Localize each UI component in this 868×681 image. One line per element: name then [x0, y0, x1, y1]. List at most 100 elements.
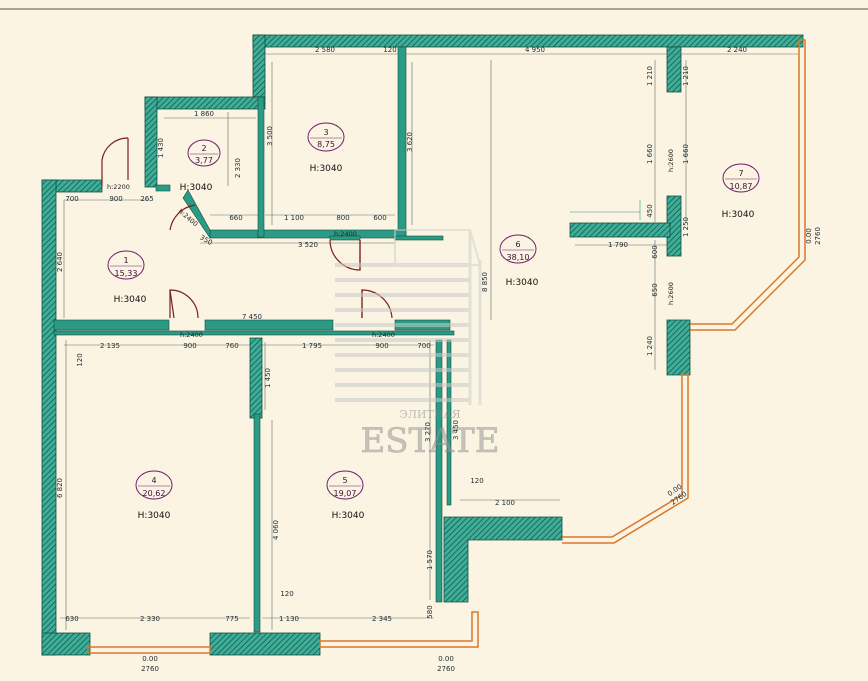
room-5-height: H:3040: [332, 511, 365, 521]
dim-top-4950: 4 950: [525, 46, 545, 54]
dim-room3-height-2: 3 620: [406, 132, 414, 152]
dim-1210-b: 1 210: [682, 66, 690, 86]
room-2-number: 2: [201, 144, 206, 153]
dim-8850: 8 850: [481, 272, 489, 292]
entry-opening-height: h:2200: [107, 183, 130, 191]
room-5-area: 19,07: [334, 489, 357, 498]
dim-7450: 7 450: [242, 313, 262, 321]
dim-top-2240: 2 240: [727, 46, 747, 54]
room-6-label: 6 38,10 H:3040: [499, 234, 539, 288]
dim-800: 800: [336, 214, 349, 222]
room-6-height: H:3040: [506, 278, 539, 288]
room-4-area: 20,62: [143, 489, 166, 498]
dim-900-d: 900: [375, 342, 388, 350]
opening-height-2: h:2400: [334, 230, 357, 238]
window-2-label-b: 2760: [437, 665, 455, 673]
dim-top-2580: 2 580: [315, 46, 335, 54]
dim-700: 700: [65, 195, 78, 203]
room-1-label: 1 15,33 H:3040: [107, 250, 147, 305]
window-1-label-b: 2760: [141, 665, 159, 673]
windows: [87, 39, 806, 654]
dim-1250: 1 250: [682, 217, 690, 237]
dim-1790: 1 790: [608, 241, 628, 249]
window-4-label-a: 0.00: [805, 228, 813, 244]
dim-1130: 1 130: [279, 615, 299, 623]
dim-top-120: 120: [383, 46, 396, 54]
room-5-label: 5 19,07 H:3040: [326, 470, 365, 521]
room-6-number: 6: [515, 240, 520, 249]
dim-580: 580: [426, 605, 434, 618]
dim-1795: 1 795: [302, 342, 322, 350]
dim-1660-b: 1 660: [682, 144, 690, 164]
room-3-height: H:3040: [310, 164, 343, 174]
room-4-label: 4 20,62 H:3040: [135, 470, 173, 521]
watermark: ЭЛИТНАЯ ESTATE: [335, 229, 500, 461]
dim-4060: 4 060: [272, 520, 280, 540]
room-2-area: 3,77: [195, 156, 213, 165]
dim-3270: 3 270: [424, 422, 432, 442]
window-4-label-b: 2760: [814, 227, 822, 245]
dim-6820: 6 820: [56, 478, 64, 498]
dim-630: 630: [65, 615, 78, 623]
dim-room2-width: 1 860: [194, 110, 214, 118]
dim-700-b: 700: [417, 342, 430, 350]
dim-1570: 1 570: [426, 550, 434, 570]
dim-900-c: 900: [183, 342, 196, 350]
opening-height-4: h:2400: [372, 331, 395, 339]
dim-1450: 1 450: [264, 368, 272, 388]
watermark-top-text: ЭЛИТНАЯ: [399, 408, 460, 421]
dim-760: 760: [225, 342, 238, 350]
dim-1660-a: 1 660: [646, 144, 654, 164]
dim-600: 600: [373, 214, 386, 222]
room-7-number: 7: [738, 169, 743, 178]
dim-120-f: 120: [470, 477, 483, 485]
dim-775: 775: [225, 615, 238, 623]
dim-450: 450: [646, 204, 654, 217]
opening-height-3: h:2400: [180, 331, 203, 339]
watermark-main-text: ESTATE: [360, 421, 499, 461]
watermark-building-icon: [335, 229, 482, 405]
room-3-number: 3: [323, 128, 328, 137]
dim-2100: 2 100: [495, 499, 515, 507]
room-2-label: 2 3,77 H:3040: [180, 139, 221, 193]
dim-2640: 2 640: [56, 252, 64, 272]
opening-height-5: h:2600: [667, 149, 675, 172]
dim-1240: 1 240: [646, 336, 654, 356]
dim-120-g: 120: [280, 590, 293, 598]
room-1-number: 1: [123, 256, 128, 265]
dim-room3-height: 3 500: [266, 126, 274, 146]
exterior-walls: [41, 34, 804, 656]
room-1-height: H:3040: [114, 295, 147, 305]
dim-3450: 3 450: [452, 420, 460, 440]
room-3-label: 3 8,75 H:3040: [307, 122, 345, 174]
dim-1100: 1 100: [284, 214, 304, 222]
room-4-number: 4: [151, 476, 156, 485]
room-2-height: H:3040: [180, 183, 213, 193]
dim-265: 265: [140, 195, 153, 203]
window-1-label-a: 0.00: [142, 655, 158, 663]
dim-3520: 3 520: [298, 241, 318, 249]
room-1-area: 15,33: [115, 269, 138, 278]
room-7-height: H:3040: [722, 210, 755, 220]
dim-2345: 2 345: [372, 615, 392, 623]
dim-600-e: 600: [651, 245, 659, 258]
dim-1210-a: 1 210: [646, 66, 654, 86]
room-labels: 1 15,33 H:3040 2 3,77 H:3040 3 8,75 H:30…: [107, 122, 760, 521]
room-4-height: H:3040: [138, 511, 171, 521]
dim-2135: 2 135: [100, 342, 120, 350]
window-2-label-a: 0.00: [438, 655, 454, 663]
dim-room2-height: 1 430: [157, 138, 165, 158]
room-5-number: 5: [342, 476, 347, 485]
dim-120-v: 120: [76, 353, 84, 366]
dim-900: 900: [109, 195, 122, 203]
dim-room2-side: 2 330: [234, 158, 242, 178]
dim-2330: 2 330: [140, 615, 160, 623]
dim-660: 660: [229, 214, 242, 222]
room-7-label: 7 10,87 H:3040: [722, 163, 760, 220]
room-7-area: 10,87: [730, 182, 753, 191]
dim-650: 650: [651, 283, 659, 296]
opening-height-6: h:2600: [667, 282, 675, 305]
room-3-area: 8,75: [317, 140, 335, 149]
room-6-area: 38,10: [507, 253, 530, 262]
